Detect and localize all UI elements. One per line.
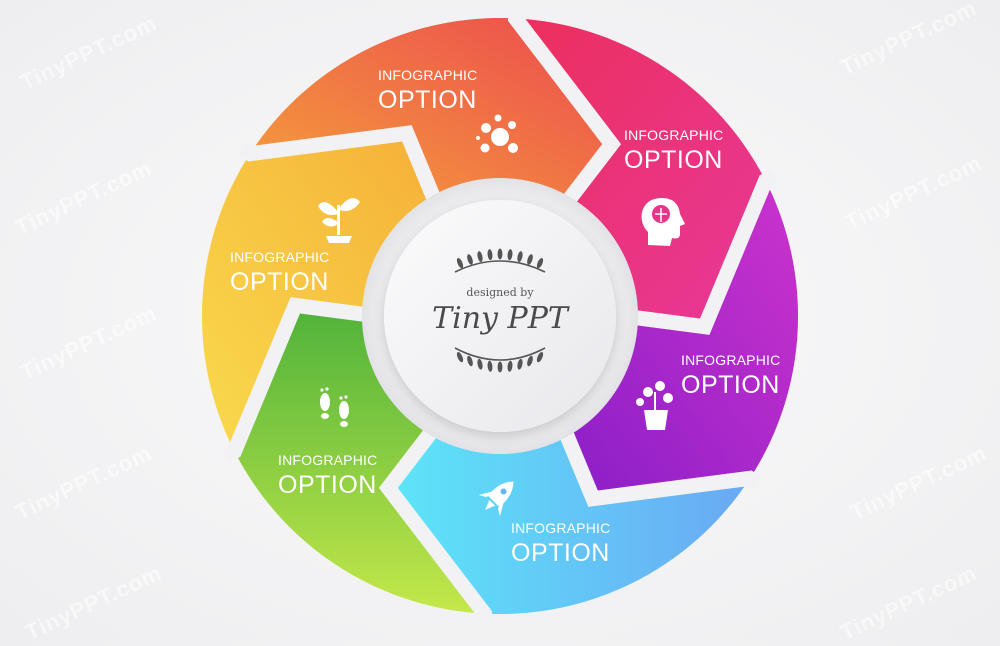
segment-orange xyxy=(250,18,612,206)
leaf xyxy=(517,358,523,370)
segment-label-pink: INFOGRAPHIC OPTION xyxy=(624,128,723,173)
laurel-bottom-icon xyxy=(454,347,546,373)
label-big: OPTION xyxy=(681,371,780,399)
brand-text: Tiny PPT xyxy=(432,301,568,336)
segment-label-green: INFOGRAPHIC OPTION xyxy=(278,453,377,498)
rocket-icon xyxy=(478,481,514,517)
segment-divider xyxy=(554,419,763,507)
segment-label-yellow: INFOGRAPHIC OPTION xyxy=(230,250,329,295)
segment-divider xyxy=(222,297,378,463)
bubbles-icon xyxy=(476,114,518,153)
label-small: INFOGRAPHIC xyxy=(230,249,330,265)
leaf xyxy=(487,249,493,261)
segment-label-orange: INFOGRAPHIC OPTION xyxy=(378,68,477,113)
segment-divider xyxy=(507,8,622,215)
segment-label-blue: INFOGRAPHIC OPTION xyxy=(511,521,610,566)
leaf xyxy=(527,355,533,367)
leaf xyxy=(507,249,513,261)
flower-pot-icon xyxy=(636,381,673,430)
leaf xyxy=(487,360,493,372)
segment-blue xyxy=(388,426,750,614)
leaf xyxy=(536,351,544,363)
label-big: OPTION xyxy=(378,86,477,114)
label-big: OPTION xyxy=(511,539,610,567)
label-big: OPTION xyxy=(278,471,377,499)
leaf xyxy=(456,257,464,269)
leaf xyxy=(497,361,503,373)
designed-by-text: designed by xyxy=(466,286,534,299)
leaf xyxy=(536,257,544,269)
leaf xyxy=(477,251,483,262)
center-disc xyxy=(384,200,616,432)
leaf xyxy=(467,355,473,367)
plant-icon xyxy=(318,198,360,243)
label-big: OPTION xyxy=(230,268,329,296)
segment-divider xyxy=(237,125,446,213)
segment-label-purple: INFOGRAPHIC OPTION xyxy=(681,353,780,398)
leaf xyxy=(467,254,473,265)
label-big: OPTION xyxy=(624,146,723,174)
label-small: INFOGRAPHIC xyxy=(278,452,378,468)
segment-divider xyxy=(622,169,778,335)
leaf xyxy=(527,254,533,265)
leaf xyxy=(456,351,464,363)
label-small: INFOGRAPHIC xyxy=(378,67,478,83)
center-logo: designed by Tiny PPT xyxy=(400,286,600,336)
segment-divider xyxy=(378,417,493,624)
leaf xyxy=(517,251,523,262)
leaf xyxy=(497,248,503,260)
label-small: INFOGRAPHIC xyxy=(681,352,781,368)
footprints-icon xyxy=(320,387,349,427)
label-small: INFOGRAPHIC xyxy=(624,127,724,143)
label-small: INFOGRAPHIC xyxy=(511,520,611,536)
leaf xyxy=(477,358,483,370)
leaf xyxy=(507,360,513,372)
brain-head-icon xyxy=(641,198,685,246)
laurel-top-icon xyxy=(454,248,546,273)
